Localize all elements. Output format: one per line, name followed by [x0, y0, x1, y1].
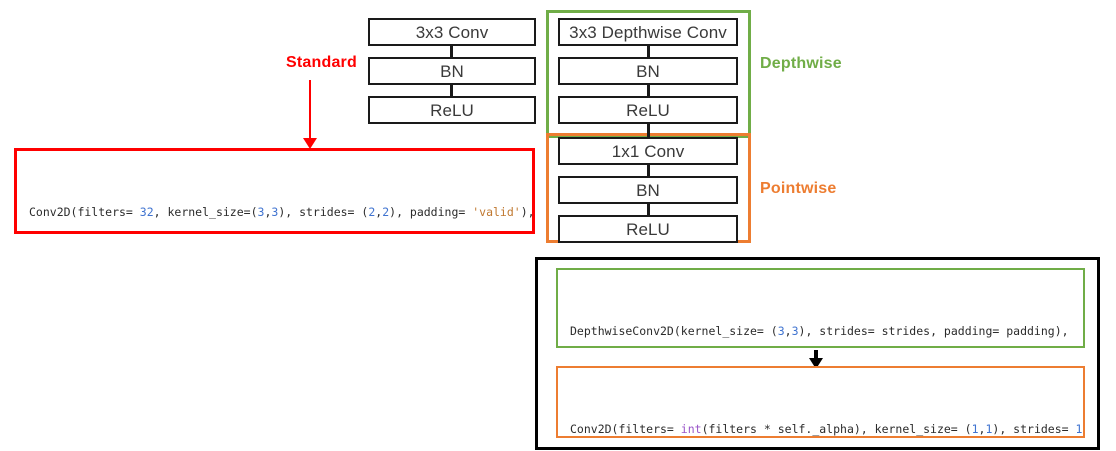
- pointwise-block-bn: BN: [558, 176, 738, 204]
- standard-connector-1: [450, 46, 453, 57]
- pointwise-code-box: Conv2D(filters= int(filters * self._alph…: [556, 366, 1085, 438]
- standard-block-bn: BN: [368, 57, 536, 85]
- standard-arrow-head: [303, 138, 317, 149]
- depthwise-block-relu-label: ReLU: [626, 100, 670, 120]
- depthwise-connector-1: [647, 46, 650, 57]
- standard-block-conv-label: 3x3 Conv: [415, 22, 489, 42]
- pointwise-connector-1: [647, 165, 650, 176]
- depthwise-block-relu: ReLU: [558, 96, 738, 124]
- standard-arrow-shaft: [309, 80, 311, 142]
- pointwise-block-bn-label: BN: [636, 180, 660, 200]
- standard-block-relu-label: ReLU: [430, 100, 474, 120]
- depthwise-block-conv-label: 3x3 Depthwise Conv: [569, 22, 727, 42]
- pointwise-code-line-1: Conv2D(filters= int(filters * self._alph…: [570, 422, 1083, 436]
- pointwise-block-conv: 1x1 Conv: [558, 137, 738, 165]
- depthwise-code-box: DepthwiseConv2D(kernel_size= (3,3), stri…: [556, 268, 1085, 348]
- standard-block-bn-label: BN: [440, 61, 464, 81]
- separable-code-arrow-head: [809, 358, 823, 369]
- depthwise-block-conv: 3x3 Depthwise Conv: [558, 18, 738, 46]
- standard-code-box: Conv2D(filters= 32, kernel_size=(3,3), s…: [14, 148, 535, 234]
- standard-connector-2: [450, 85, 453, 96]
- depthwise-block-bn-label: BN: [636, 61, 660, 81]
- standard-code-line-1: Conv2D(filters= 32, kernel_size=(3,3), s…: [29, 205, 535, 219]
- standard-block-relu: ReLU: [368, 96, 536, 124]
- label-standard: Standard: [286, 54, 357, 71]
- standard-block-conv: 3x3 Conv: [368, 18, 536, 46]
- separable-code-outer-frame: [535, 257, 1100, 450]
- pointwise-block-relu-label: ReLU: [626, 219, 670, 239]
- label-depthwise: Depthwise: [760, 55, 842, 72]
- pointwise-block-relu: ReLU: [558, 215, 738, 243]
- pointwise-connector-2: [647, 204, 650, 215]
- pointwise-block-conv-label: 1x1 Conv: [611, 141, 685, 161]
- label-pointwise: Pointwise: [760, 180, 837, 197]
- depthwise-block-bn: BN: [558, 57, 738, 85]
- depthwise-pointwise-connector: [647, 124, 650, 137]
- depthwise-code-line-1: DepthwiseConv2D(kernel_size= (3,3), stri…: [570, 324, 1069, 338]
- separable-code-arrow-shaft: [814, 350, 818, 364]
- depthwise-connector-2: [647, 85, 650, 96]
